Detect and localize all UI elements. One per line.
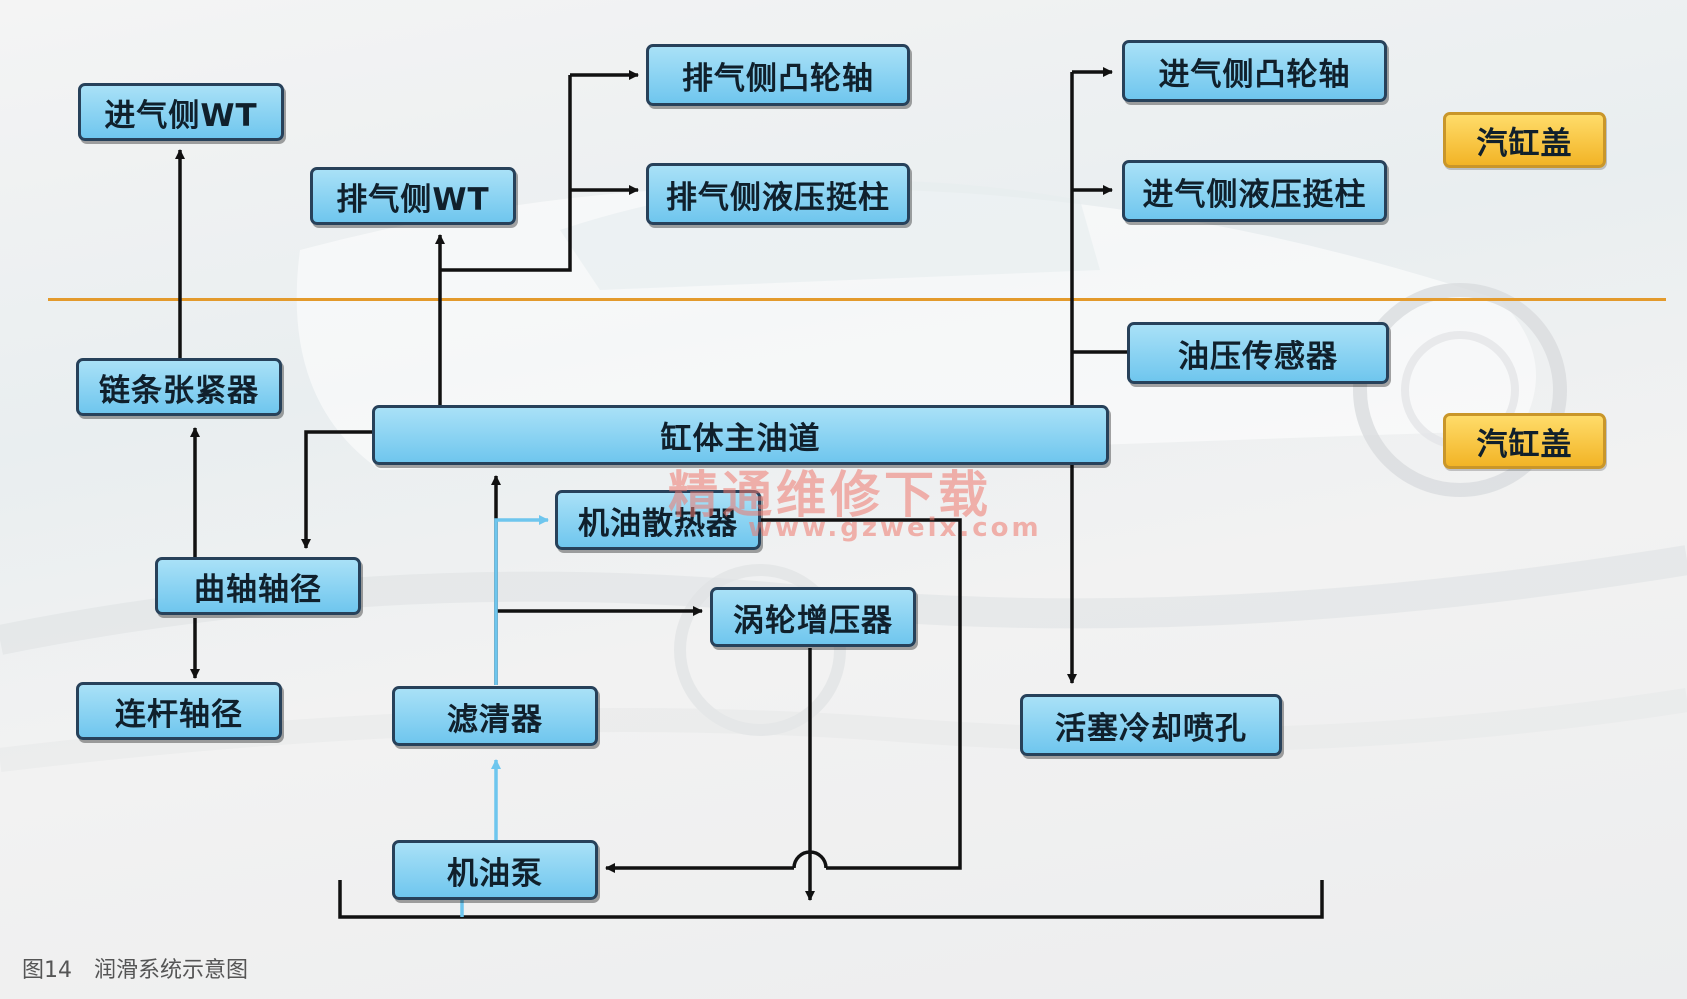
oil-pressure-sensor-node: 油压传感器 <box>1127 322 1389 384</box>
main-oil-gallery-node: 缸体主油道 <box>372 405 1109 465</box>
cylinder-head-label-upper: 汽缸盖 <box>1443 112 1606 168</box>
oil-filter-node: 滤清器 <box>392 686 598 746</box>
exhaust-wt-node: 排气侧WT <box>310 167 516 225</box>
line-return-hop <box>792 850 828 869</box>
intake-wt-node: 进气侧WT <box>78 83 284 141</box>
arrow-filter-to-cooler <box>494 515 549 685</box>
intake-camshaft-node: 进气侧凸轮轴 <box>1122 40 1387 102</box>
crank-journal-node: 曲轴轴径 <box>155 557 361 615</box>
cylinder-head-divider-line <box>48 298 1666 301</box>
oil-pump-node: 机油泵 <box>392 840 598 900</box>
intake-lifter-node: 进气侧液压挺柱 <box>1122 160 1387 222</box>
oil-pan-outline <box>338 880 1324 919</box>
chain-tensioner-node: 链条张紧器 <box>76 358 282 416</box>
oil-cooler-node: 机油散热器 <box>555 490 761 550</box>
line-cooler-return <box>760 518 962 870</box>
conrod-journal-node: 连杆轴径 <box>76 682 282 740</box>
arrow-gallery-to-crank <box>301 430 372 549</box>
figure-caption: 图14 润滑系统示意图 <box>22 958 248 983</box>
exhaust-camshaft-node: 排气侧凸轮轴 <box>646 44 910 106</box>
piston-cooling-jet-node: 活塞冷却喷孔 <box>1020 694 1282 756</box>
watermark-url: www.gzweix.com <box>748 513 1042 543</box>
turbocharger-node: 涡轮增压器 <box>710 587 916 647</box>
cylinder-head-label-lower: 汽缸盖 <box>1443 413 1606 469</box>
line-exhaust-branch <box>440 75 572 272</box>
watermark-text: 精通维修下载 <box>668 465 992 524</box>
exhaust-lifter-node: 排气侧液压挺柱 <box>646 163 910 225</box>
